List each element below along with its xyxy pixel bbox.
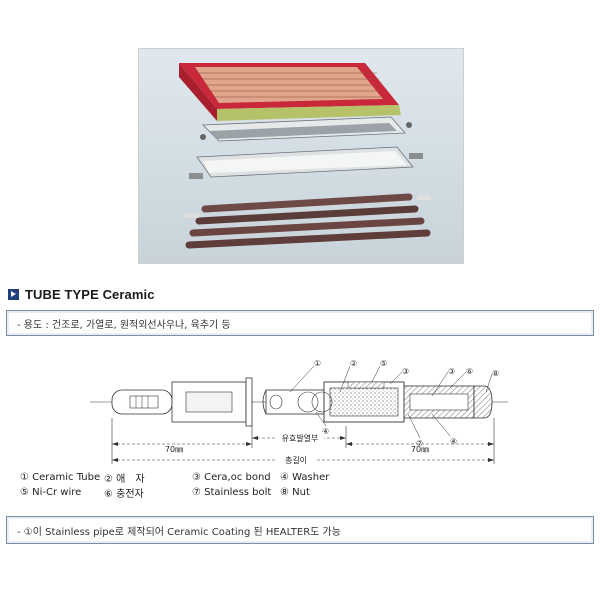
- legend-item: ⑥ 충전자: [104, 489, 144, 500]
- parts-legend: ① Ceramic Tube ② 애 자 ③ Cera,oc bond ④ Wa…: [20, 470, 368, 500]
- legend-item: ⑦ Stainless bolt: [192, 487, 272, 498]
- callout-8: ⑧: [492, 369, 499, 378]
- dim-total-label: 총길이: [285, 455, 307, 465]
- legend-item: ② 애 자: [104, 474, 145, 485]
- callout-2: ②: [350, 359, 357, 368]
- dim-center-label: 유효발열부: [282, 433, 319, 443]
- dim-right-label: 70㎜: [411, 445, 429, 454]
- callout-5: ⑤: [380, 359, 387, 368]
- legend-row: ① Ceramic Tube ② 애 자 ③ Cera,oc bond ④ Wa…: [20, 470, 368, 485]
- section-title: TUBE TYPE Ceramic: [8, 286, 155, 302]
- legend-item: ③ Cera,oc bond: [192, 472, 271, 483]
- heater-assembly-photo: [179, 63, 431, 249]
- legend-row: ⑤ Ni-Cr wire ⑥ 충전자 ⑦ Stainless bolt ⑧ Nu…: [20, 485, 368, 500]
- callout-4b: ④: [450, 437, 457, 446]
- callout-3a: ③: [402, 367, 409, 376]
- callout-7: ⑦: [416, 439, 423, 448]
- callout-3b: ③: [448, 367, 455, 376]
- section-title-text: TUBE TYPE Ceramic: [25, 286, 155, 302]
- heater-cross-section-diagram: ① ② ⑤ ③ ③ ⑥ ⑧ ④ ⑦ ④ 70㎜: [90, 352, 510, 472]
- callout-1: ①: [314, 359, 321, 368]
- product-photo: [138, 48, 464, 264]
- note-box: - ①이 Stainless pipe로 제작되어 Ceramic Coatin…: [6, 516, 594, 544]
- usage-text: - 용도 : 건조로, 가열로, 원적외선사우나, 육추기 등: [17, 319, 231, 331]
- legend-item: ⑤ Ni-Cr wire: [20, 487, 82, 498]
- dim-left-label: 70㎜: [165, 445, 183, 454]
- arrow-square-icon: [8, 288, 19, 300]
- legend-item: ④ Washer: [280, 472, 330, 483]
- callout-6: ⑥: [466, 367, 473, 376]
- callout-4a: ④: [322, 427, 329, 436]
- note-text: - ①이 Stainless pipe로 제작되어 Ceramic Coatin…: [17, 526, 341, 538]
- legend-item: ① Ceramic Tube: [20, 472, 101, 483]
- usage-box: - 용도 : 건조로, 가열로, 원적외선사우나, 육추기 등: [6, 310, 594, 336]
- legend-item: ⑧ Nut: [280, 487, 310, 498]
